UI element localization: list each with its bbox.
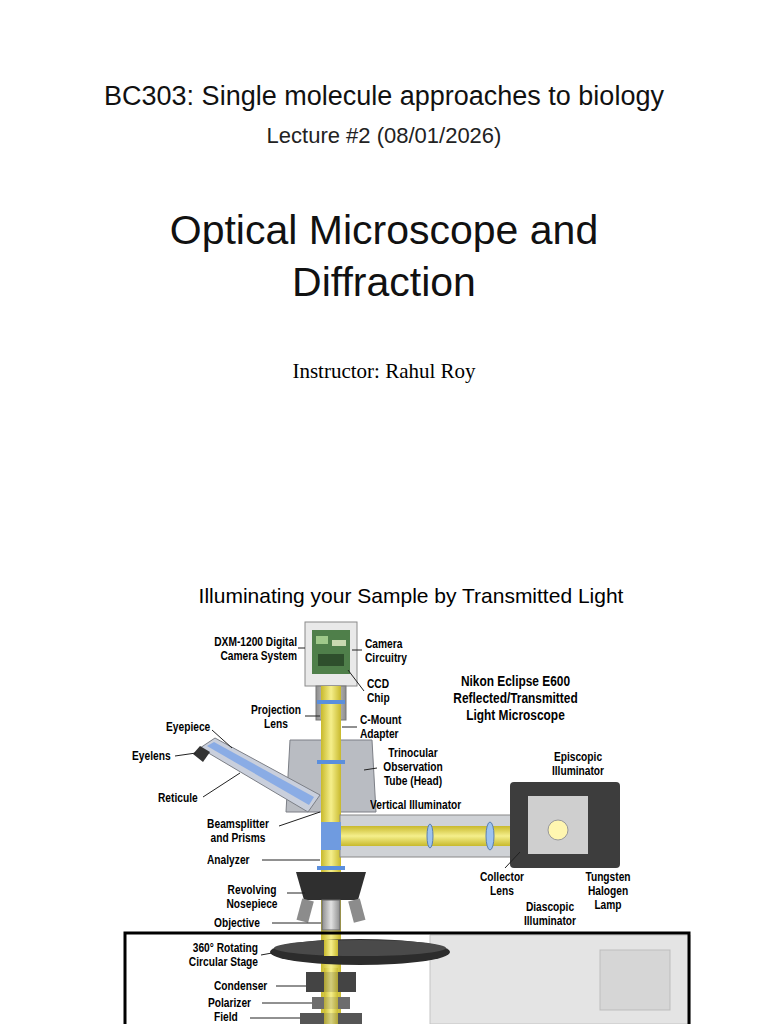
part-label: Projection Lens	[245, 703, 306, 731]
part-label: Eyepiece	[166, 720, 226, 734]
part-label: Field	[214, 1010, 257, 1024]
slide-heading: Illuminating your Sample by Transmitted …	[41, 583, 768, 609]
part-label: CCD Chip	[367, 677, 403, 705]
camera-body	[305, 622, 357, 686]
part-label: Collector Lens	[474, 870, 530, 898]
beamsplitter	[321, 822, 341, 850]
slide-title: BC303: Single molecule approaches to bio…	[4, 78, 764, 114]
instructor: Instructor: Rahul Roy	[184, 358, 584, 384]
part-label: Reticule	[158, 791, 209, 805]
nosepiece	[296, 872, 366, 900]
part-label: Vertical Illuminator	[370, 798, 498, 812]
part-label: Condenser	[214, 979, 282, 993]
part-label: C-Mount Adapter	[360, 713, 411, 741]
part-label: Trinocular Observation Tube (Head)	[378, 746, 448, 788]
lamp-house	[510, 782, 620, 868]
microscope-arm	[430, 935, 690, 1024]
part-label: Analyzer	[207, 853, 267, 867]
objective	[322, 900, 340, 930]
diascopic-housing	[600, 950, 670, 1010]
light-path	[321, 686, 341, 1024]
part-label: DXM-1200 Digital Camera System	[212, 635, 297, 663]
lecture-date: Lecture #2 (08/01/2026)	[84, 122, 684, 150]
highlight-box	[125, 933, 689, 1024]
circuit-board	[312, 630, 350, 674]
part-label: Camera Circuitry	[365, 637, 425, 665]
part-label: Diascopic Illuminator	[519, 900, 580, 928]
eyepiece-tube	[200, 738, 320, 812]
part-label: Beamsplitter and Prisms	[202, 817, 273, 845]
part-label: Episcopic Illuminator	[547, 750, 608, 778]
eyelens	[193, 746, 210, 762]
part-label: Objective	[214, 916, 274, 930]
part-label: 360° Rotating Circular Stage	[176, 941, 258, 969]
stage	[270, 939, 450, 965]
microscope-name: Nikon Eclipse E600 Reflected/Transmitted…	[445, 673, 585, 724]
part-label: Polarizer	[208, 996, 268, 1010]
lecture-topic: Optical Microscope and Diffraction	[144, 204, 624, 308]
part-label: Revolving Nosepiece	[221, 883, 282, 911]
part-label: Eyelens	[132, 749, 183, 763]
part-label: Tungsten Halogen Lamp	[582, 870, 635, 912]
